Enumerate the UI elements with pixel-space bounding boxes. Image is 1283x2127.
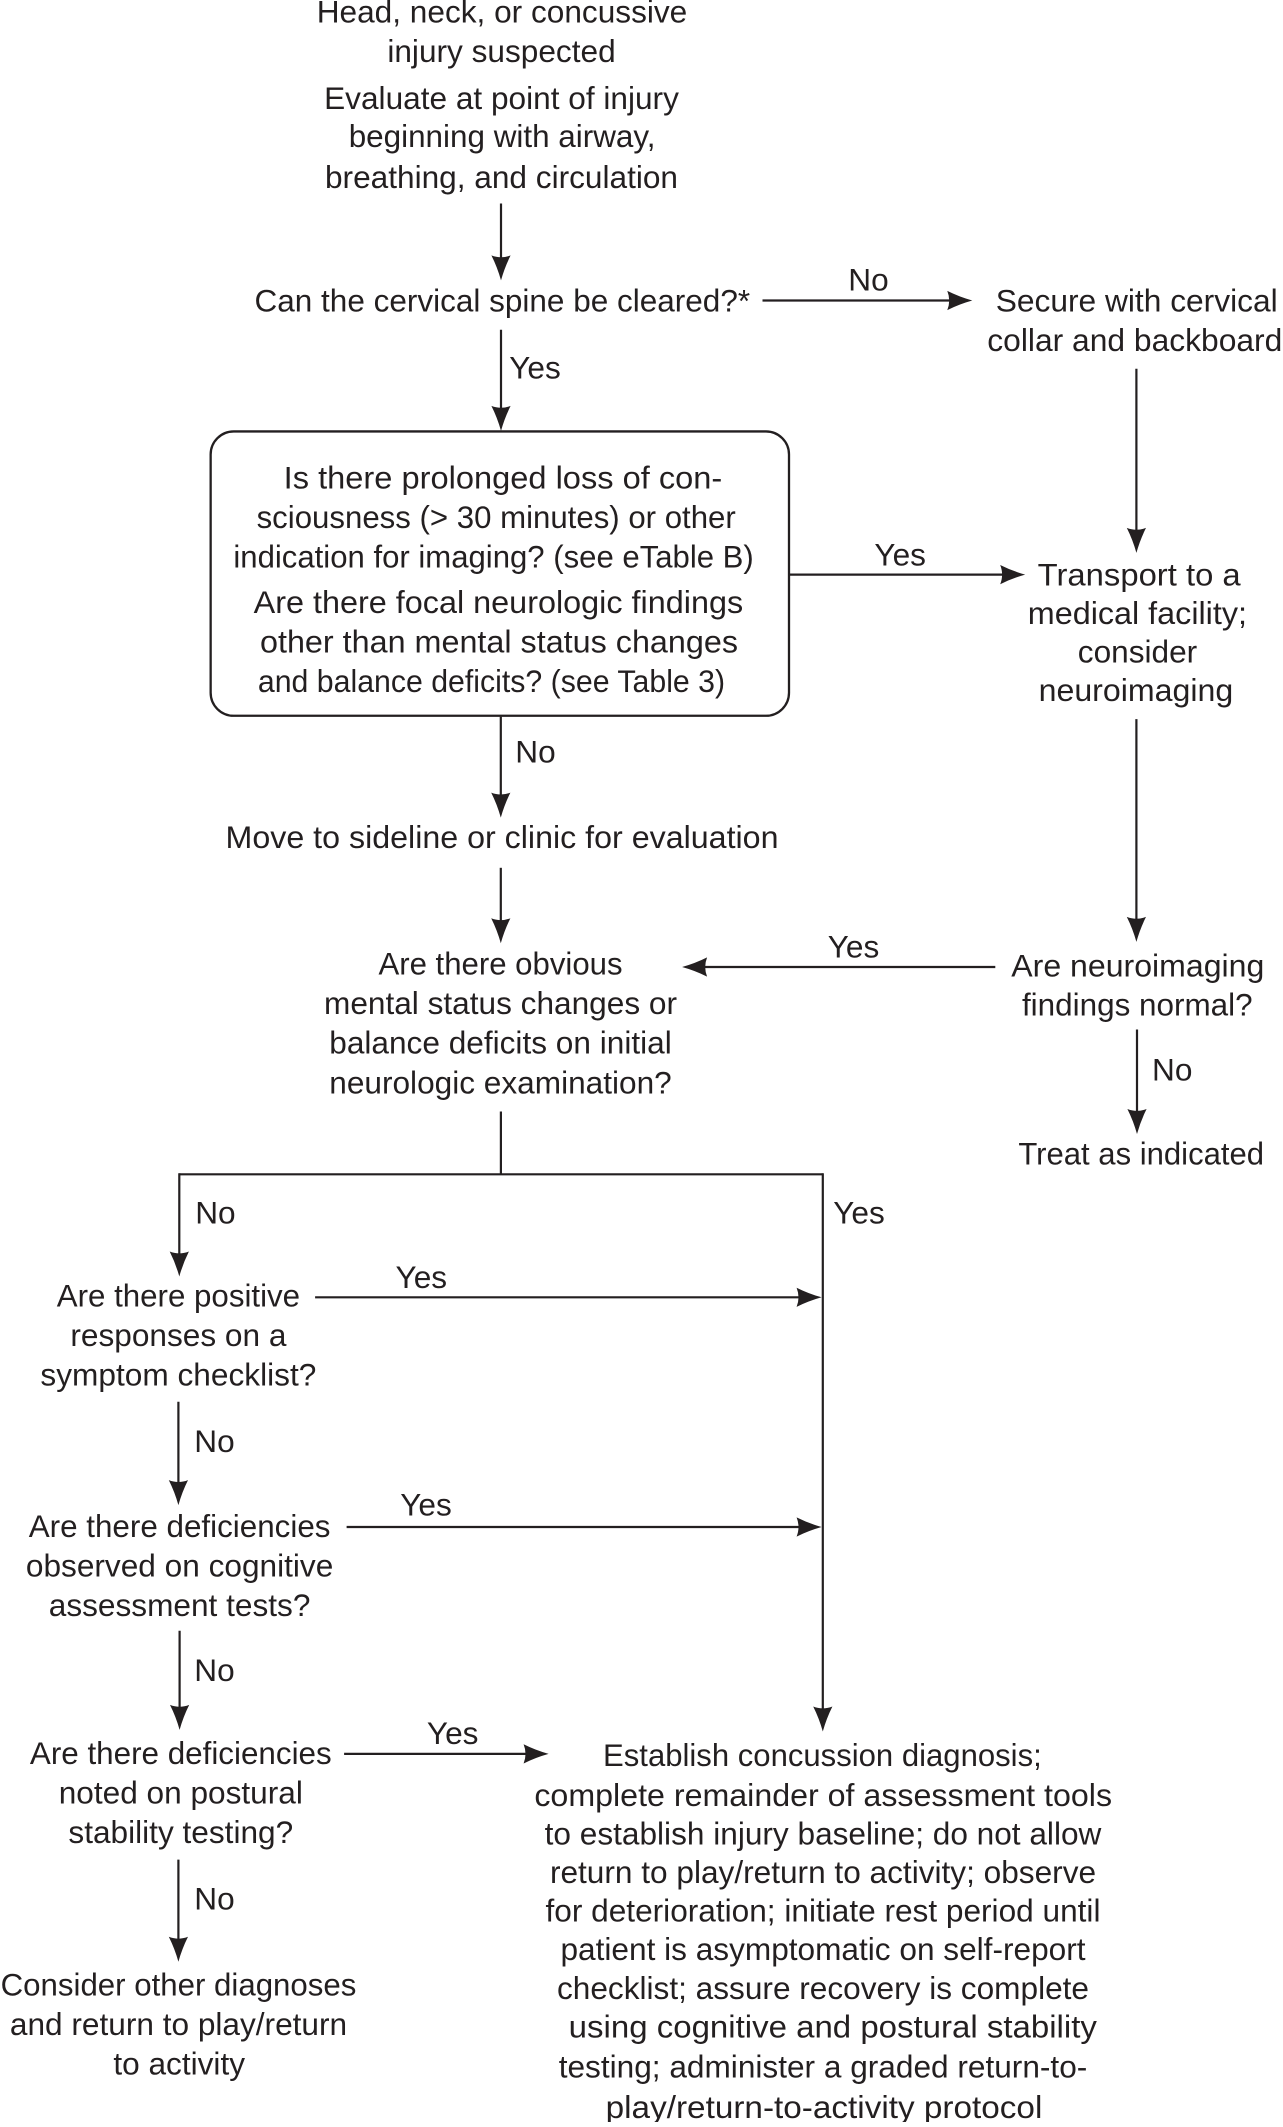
svg-text:complete remainder of assessme: complete remainder of assessment tools [534,1777,1112,1813]
svg-text:mental status changes or: mental status changes or [324,985,677,1021]
svg-text:to establish injury baseline;: to establish injury baseline; do not all… [545,1816,1102,1852]
svg-text:Yes: Yes [396,1259,448,1295]
svg-text:stability testing?: stability testing? [68,1814,293,1850]
svg-text:breathing, and circulation: breathing, and circulation [325,159,678,195]
svg-text:Yes: Yes [828,929,880,965]
svg-text:sciousness (> 30 minutes) or o: sciousness (> 30 minutes) or other [257,499,736,535]
svg-text:Yes: Yes [833,1195,885,1231]
svg-text:play/return-to-activity protoc: play/return-to-activity protocol [606,2089,1043,2122]
svg-text:patient is asymptomatic on sel: patient is asymptomatic on self-report [560,1931,1085,1967]
svg-text:return to play/return to activ: return to play/return to activity; obser… [550,1854,1096,1890]
svg-text:Establish concussion diagnosis: Establish concussion diagnosis; [603,1737,1042,1773]
svg-text:Are neuroimaging: Are neuroimaging [1011,947,1264,983]
svg-text:Evaluate at point of injury: Evaluate at point of injury [324,80,679,116]
svg-text:noted on postural: noted on postural [59,1775,303,1811]
svg-text:Move to sideline or clinic for: Move to sideline or clinic for evaluatio… [226,819,779,855]
svg-text:Are there deficiencies: Are there deficiencies [30,1735,332,1771]
svg-text:No: No [848,262,888,298]
svg-text:No: No [195,1195,235,1231]
svg-text:indication for imaging? (see e: indication for imaging? (see eTable B) [233,539,753,575]
svg-text:testing; administer a graded r: testing; administer a graded return-to- [559,2049,1088,2085]
svg-text:balance deficits on initial: balance deficits on initial [329,1025,671,1061]
svg-text:No: No [515,734,555,770]
svg-text:for deterioration; initiate re: for deterioration; initiate rest period … [546,1893,1101,1929]
svg-text:Are there positive: Are there positive [57,1277,300,1313]
svg-text:Yes: Yes [874,537,926,573]
svg-text:Can the cervical spine be clea: Can the cervical spine be cleared?* [255,283,751,319]
svg-text:assessment tests?: assessment tests? [49,1587,311,1623]
svg-text:No: No [194,1652,234,1688]
svg-text:Yes: Yes [509,350,561,386]
svg-text:to activity: to activity [113,2046,245,2082]
svg-text:collar and backboard: collar and backboard [987,322,1282,358]
svg-text:Are there focal neurologic fin: Are there focal neurologic findings [254,584,744,620]
svg-text:Yes: Yes [427,1715,479,1751]
svg-text:Are there deficiencies: Are there deficiencies [29,1508,331,1544]
svg-text:findings normal?: findings normal? [1022,986,1253,1022]
svg-text:Treat as indicated: Treat as indicated [1018,1135,1264,1171]
svg-text:and return to play/return: and return to play/return [10,2006,347,2042]
svg-text:observed on cognitive: observed on cognitive [26,1548,333,1584]
svg-text:No: No [194,1423,234,1459]
svg-text:neuroimaging: neuroimaging [1039,672,1234,708]
svg-text:Is there prolonged loss of con: Is there prolonged loss of con- [284,460,723,496]
svg-text:symptom checklist?: symptom checklist? [40,1357,316,1393]
svg-text:checklist; assure recovery is: checklist; assure recovery is complete [557,1970,1089,2006]
svg-text:neurologic examination?: neurologic examination? [329,1064,672,1100]
svg-text:injury suspected: injury suspected [387,33,615,69]
svg-text:consider: consider [1078,633,1197,669]
svg-text:beginning with airway,: beginning with airway, [349,118,656,154]
svg-text:Consider other diagnoses: Consider other diagnoses [1,1966,357,2002]
svg-text:Are there obvious: Are there obvious [378,946,622,982]
svg-text:No: No [194,1881,234,1917]
svg-text:using cognitive and postural s: using cognitive and postural stability [569,2008,1097,2044]
svg-text:No: No [1152,1052,1192,1088]
svg-text:Secure with cervical: Secure with cervical [996,283,1278,319]
svg-text:and balance deficits? (see Tab: and balance deficits? (see Table 3) [258,663,725,699]
svg-text:Yes: Yes [400,1487,452,1523]
svg-text:Head, neck, or concussive: Head, neck, or concussive [317,0,688,30]
svg-text:other than mental status chang: other than mental status changes [260,624,738,660]
svg-text:Transport to a: Transport to a [1038,556,1241,592]
svg-text:responses on a: responses on a [70,1317,286,1353]
svg-text:medical facility;: medical facility; [1028,595,1247,631]
